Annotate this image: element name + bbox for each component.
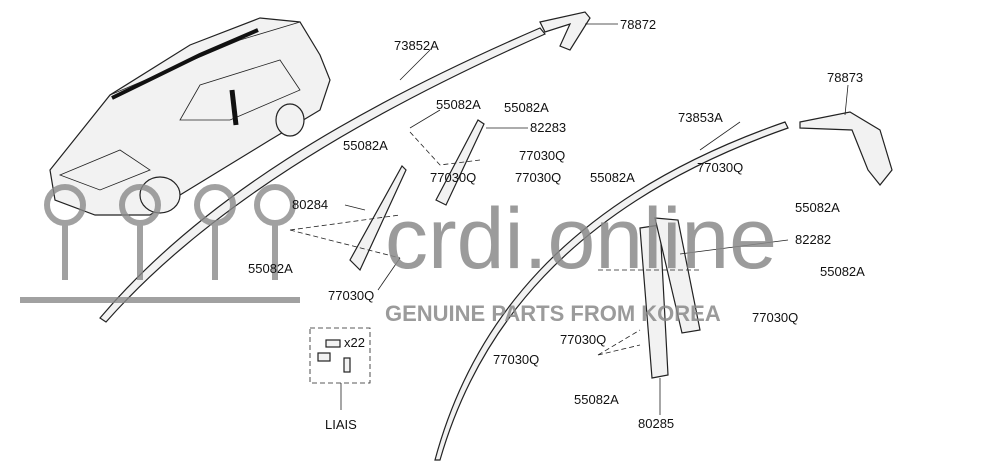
- label-77030Q: 77030Q: [752, 310, 798, 325]
- label-55082A: 55082A: [504, 100, 549, 115]
- label-82283: 82283: [530, 120, 566, 135]
- label-77030Q: 77030Q: [328, 288, 374, 303]
- car-illustration: [49, 17, 331, 216]
- label-55082A: 55082A: [820, 264, 865, 279]
- rear-door-garnish: [639, 217, 701, 379]
- label-73852A: 73852A: [394, 38, 439, 53]
- label-82282: 82282: [795, 232, 831, 247]
- label-78872: 78872: [620, 17, 656, 32]
- label-73853A: 73853A: [678, 110, 723, 125]
- label-77030Q: 77030Q: [560, 332, 606, 347]
- label-kit-quantity: x22: [344, 335, 365, 350]
- watermark-logo: [20, 184, 300, 303]
- label-55082A: 55082A: [795, 200, 840, 215]
- label-55082A: 55082A: [248, 261, 293, 276]
- clip-kit: [309, 327, 371, 410]
- label-kit: LIAIS: [325, 417, 357, 432]
- roof-moulding-right: [434, 111, 893, 461]
- part-labels: 73852A 78872 55082A 55082A 82283 77030Q …: [248, 17, 865, 432]
- watermark: crdi.online GENUINE PARTS FROM KOREA: [20, 184, 777, 326]
- label-80284: 80284: [292, 197, 328, 212]
- label-77030Q: 77030Q: [519, 148, 565, 163]
- label-78873: 78873: [827, 70, 863, 85]
- label-55082A: 55082A: [343, 138, 388, 153]
- label-77030Q: 77030Q: [493, 352, 539, 367]
- roof-moulding-left: [99, 11, 591, 323]
- label-55082A: 55082A: [574, 392, 619, 407]
- label-55082A: 55082A: [436, 97, 481, 112]
- label-80285: 80285: [638, 416, 674, 431]
- watermark-tagline: GENUINE PARTS FROM KOREA: [385, 301, 721, 326]
- watermark-site: crdi.online: [385, 191, 777, 287]
- label-77030Q: 77030Q: [430, 170, 476, 185]
- leader-lines: [289, 23, 849, 415]
- label-77030Q: 77030Q: [515, 170, 561, 185]
- label-55082A: 55082A: [590, 170, 635, 185]
- label-77030Q: 77030Q: [697, 160, 743, 175]
